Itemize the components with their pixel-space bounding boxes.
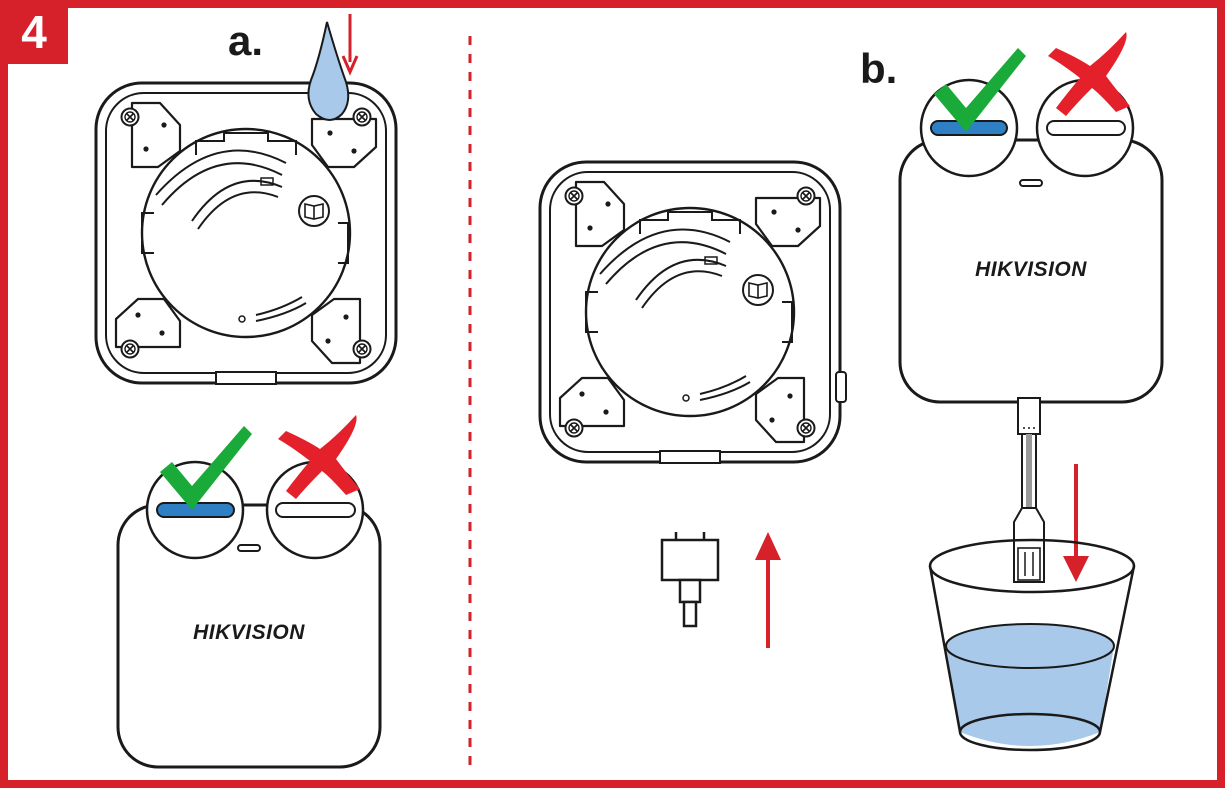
- backplate-panel-b: [540, 162, 847, 463]
- down-arrow-icon: [1063, 464, 1089, 582]
- device-panel-b: HIKVISION: [898, 138, 1164, 404]
- step-number-badge: 4: [0, 0, 68, 64]
- device-brand-logo: HIKVISION: [975, 258, 1087, 281]
- connector-plug-icon: [660, 532, 720, 628]
- indicator-correct-panel-a: [145, 460, 245, 560]
- water-drop-icon: [307, 21, 350, 121]
- panel-b-label: b.: [860, 45, 898, 92]
- backplate-panel-a: [96, 83, 396, 384]
- sensor-cable: [1013, 397, 1045, 583]
- up-arrow-icon: [755, 532, 781, 648]
- down-arrow-icon: [341, 14, 359, 76]
- device-brand-logo: HIKVISION: [193, 621, 305, 644]
- water-glass-icon: [928, 538, 1136, 752]
- device-panel-a: HIKVISION: [116, 503, 382, 769]
- panel-a-label: a.: [228, 17, 264, 64]
